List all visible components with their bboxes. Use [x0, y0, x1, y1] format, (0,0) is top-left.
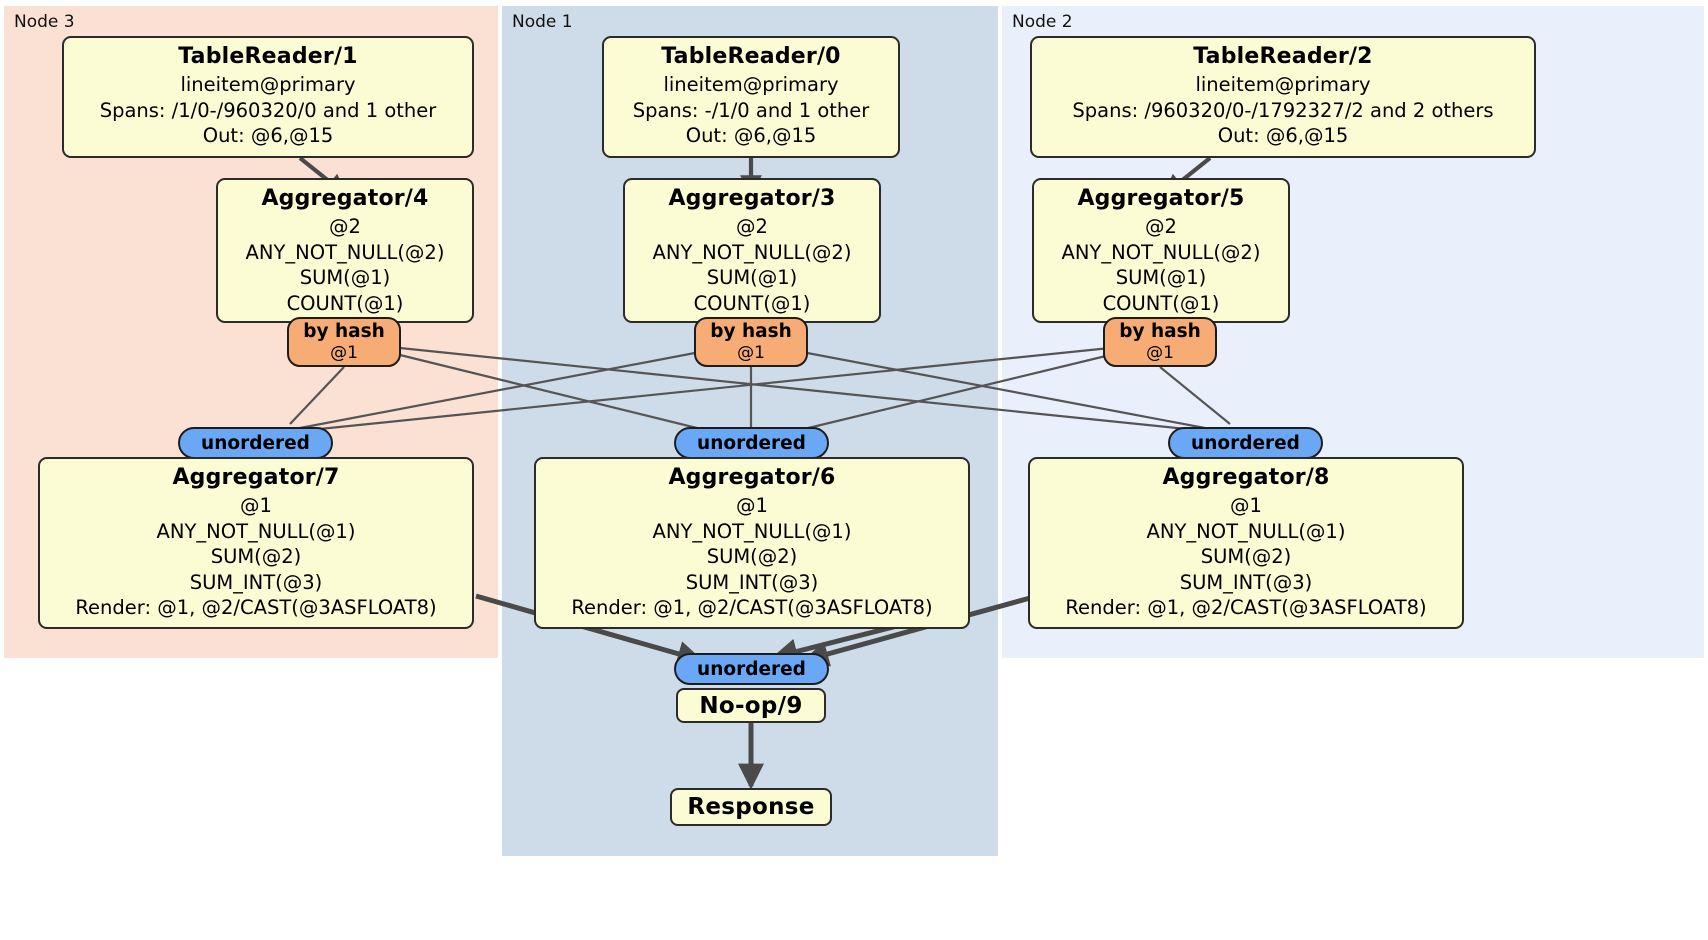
- hash-router-column: @1: [330, 343, 358, 363]
- processor-aggregator-5[interactable]: Aggregator/5 @2 ANY_NOT_NULL(@2) SUM(@1)…: [1032, 178, 1290, 323]
- processor-detail-agg-0: ANY_NOT_NULL(@1): [1146, 519, 1346, 543]
- edge-hashright-to-unordered-right: [1159, 366, 1231, 425]
- processor-title: Aggregator/6: [668, 465, 836, 490]
- hash-router-label: by hash: [710, 321, 792, 342]
- processor-title: Aggregator/8: [1162, 465, 1330, 490]
- processor-detail-out: Out: @6,@15: [202, 124, 334, 147]
- edge-hashleft-to-unordered-center: [399, 353, 706, 432]
- edge-aggregator8-to-unordered-final: [802, 595, 1031, 667]
- processor-title: Aggregator/4: [261, 186, 429, 211]
- node-panel-label-node1: Node 1: [512, 12, 573, 32]
- processor-detail-render: Render: @1, @2/CAST(@3ASFLOAT8): [571, 596, 933, 619]
- processor-detail-agg-1: SUM(@2): [706, 545, 798, 568]
- processor-detail-out: Out: @6,@15: [1217, 124, 1349, 147]
- edge-aggregator6-to-unordered-final: [771, 621, 906, 665]
- processor-aggregator-4[interactable]: Aggregator/4 @2 ANY_NOT_NULL(@2) SUM(@1)…: [216, 178, 474, 323]
- hash-router-right[interactable]: by hash @1: [1103, 317, 1217, 367]
- processor-detail-spans: Spans: -/1/0 and 1 other: [632, 98, 870, 122]
- processor-tablereader-0[interactable]: TableReader/0 lineitem@primary Spans: -/…: [602, 36, 900, 158]
- hash-router-column: @1: [1146, 343, 1174, 363]
- processor-detail-render: Render: @1, @2/CAST(@3ASFLOAT8): [1065, 596, 1427, 619]
- edge-hashleft-to-unordered-left: [289, 366, 345, 425]
- processor-detail-groupcol: @1: [1230, 494, 1262, 517]
- unordered-sync-final[interactable]: unordered: [674, 653, 829, 685]
- hash-router-left[interactable]: by hash @1: [287, 317, 401, 367]
- processor-detail-render: Render: @1, @2/CAST(@3ASFLOAT8): [75, 596, 437, 619]
- unordered-sync-label: unordered: [697, 432, 806, 454]
- processor-title: TableReader/0: [661, 44, 841, 69]
- processor-detail-agg-1: SUM(@1): [1115, 266, 1207, 289]
- processor-detail-agg-2: SUM_INT(@3): [1179, 570, 1313, 594]
- processor-aggregator-7[interactable]: Aggregator/7 @1 ANY_NOT_NULL(@1) SUM(@2)…: [38, 457, 474, 629]
- processor-detail-groupcol: @2: [736, 215, 768, 238]
- edge-hashcenter-to-unordered-right: [801, 350, 1206, 430]
- processor-detail-agg-1: SUM(@2): [1200, 545, 1292, 568]
- processor-detail-agg-1: SUM(@2): [210, 545, 302, 568]
- processor-detail-agg-2: SUM_INT(@3): [685, 570, 819, 594]
- processor-tablereader-2[interactable]: TableReader/2 lineitem@primary Spans: /9…: [1030, 36, 1536, 158]
- processor-detail-agg-0: ANY_NOT_NULL(@2): [1061, 240, 1261, 264]
- processor-detail-spans: Spans: /1/0-/960320/0 and 1 other: [99, 98, 437, 122]
- processor-detail-agg-0: ANY_NOT_NULL(@2): [652, 240, 852, 264]
- processor-title: Aggregator/3: [668, 186, 836, 211]
- unordered-sync-left[interactable]: unordered: [178, 427, 333, 459]
- processor-tablereader-1[interactable]: TableReader/1 lineitem@primary Spans: /1…: [62, 36, 474, 158]
- edge-hashright-to-unordered-left: [309, 346, 1111, 432]
- hash-router-label: by hash: [303, 321, 385, 342]
- processor-response[interactable]: Response: [670, 788, 832, 826]
- processor-detail-agg-2: COUNT(@1): [286, 291, 404, 315]
- processor-detail-agg-0: ANY_NOT_NULL(@1): [652, 519, 852, 543]
- processor-aggregator-8[interactable]: Aggregator/8 @1 ANY_NOT_NULL(@1) SUM(@2)…: [1028, 457, 1464, 629]
- processor-detail-agg-0: ANY_NOT_NULL(@1): [156, 519, 356, 543]
- processor-detail-spans: Spans: /960320/0-/1792327/2 and 2 others: [1072, 98, 1494, 122]
- processor-detail-table: lineitem@primary: [180, 73, 356, 96]
- node-panel-label-node2: Node 2: [1012, 12, 1073, 32]
- processor-title: TableReader/1: [178, 44, 358, 69]
- processor-detail-agg-2: SUM_INT(@3): [189, 570, 323, 594]
- hash-router-label: by hash: [1119, 321, 1201, 342]
- processor-aggregator-6[interactable]: Aggregator/6 @1 ANY_NOT_NULL(@1) SUM(@2)…: [534, 457, 970, 629]
- edge-hashright-to-unordered-center: [799, 353, 1111, 432]
- unordered-sync-label: unordered: [1191, 432, 1300, 454]
- processor-detail-table: lineitem@primary: [663, 73, 839, 96]
- processor-noop-9[interactable]: No-op/9: [676, 688, 826, 723]
- processor-detail-out: Out: @6,@15: [685, 124, 817, 147]
- processor-aggregator-3[interactable]: Aggregator/3 @2 ANY_NOT_NULL(@2) SUM(@1)…: [623, 178, 881, 323]
- processor-detail-agg-0: ANY_NOT_NULL(@2): [245, 240, 445, 264]
- hash-router-center[interactable]: by hash @1: [694, 317, 808, 367]
- processor-detail-agg-2: COUNT(@1): [693, 291, 811, 315]
- processor-detail-agg-2: COUNT(@1): [1102, 291, 1220, 315]
- node-panel-label-node3: Node 3: [14, 12, 75, 32]
- processor-detail-table: lineitem@primary: [1195, 73, 1371, 96]
- unordered-sync-label: unordered: [201, 432, 310, 454]
- unordered-sync-center[interactable]: unordered: [674, 427, 829, 459]
- processor-detail-groupcol: @2: [1145, 215, 1177, 238]
- processor-detail-groupcol: @1: [240, 494, 272, 517]
- edge-hashcenter-to-unordered-left: [299, 350, 701, 430]
- processor-title: Aggregator/5: [1077, 186, 1245, 211]
- processor-title: TableReader/2: [1193, 44, 1373, 69]
- processor-title: Response: [687, 794, 815, 820]
- unordered-sync-label: unordered: [697, 658, 806, 680]
- unordered-sync-right[interactable]: unordered: [1168, 427, 1323, 459]
- hash-router-column: @1: [737, 343, 765, 363]
- processor-detail-agg-1: SUM(@1): [299, 266, 391, 289]
- processor-detail-agg-1: SUM(@1): [706, 266, 798, 289]
- edge-hashleft-to-unordered-right: [399, 346, 1197, 432]
- processor-detail-groupcol: @2: [329, 215, 361, 238]
- processor-title: No-op/9: [699, 692, 803, 719]
- processor-title: Aggregator/7: [172, 465, 340, 490]
- processor-detail-groupcol: @1: [736, 494, 768, 517]
